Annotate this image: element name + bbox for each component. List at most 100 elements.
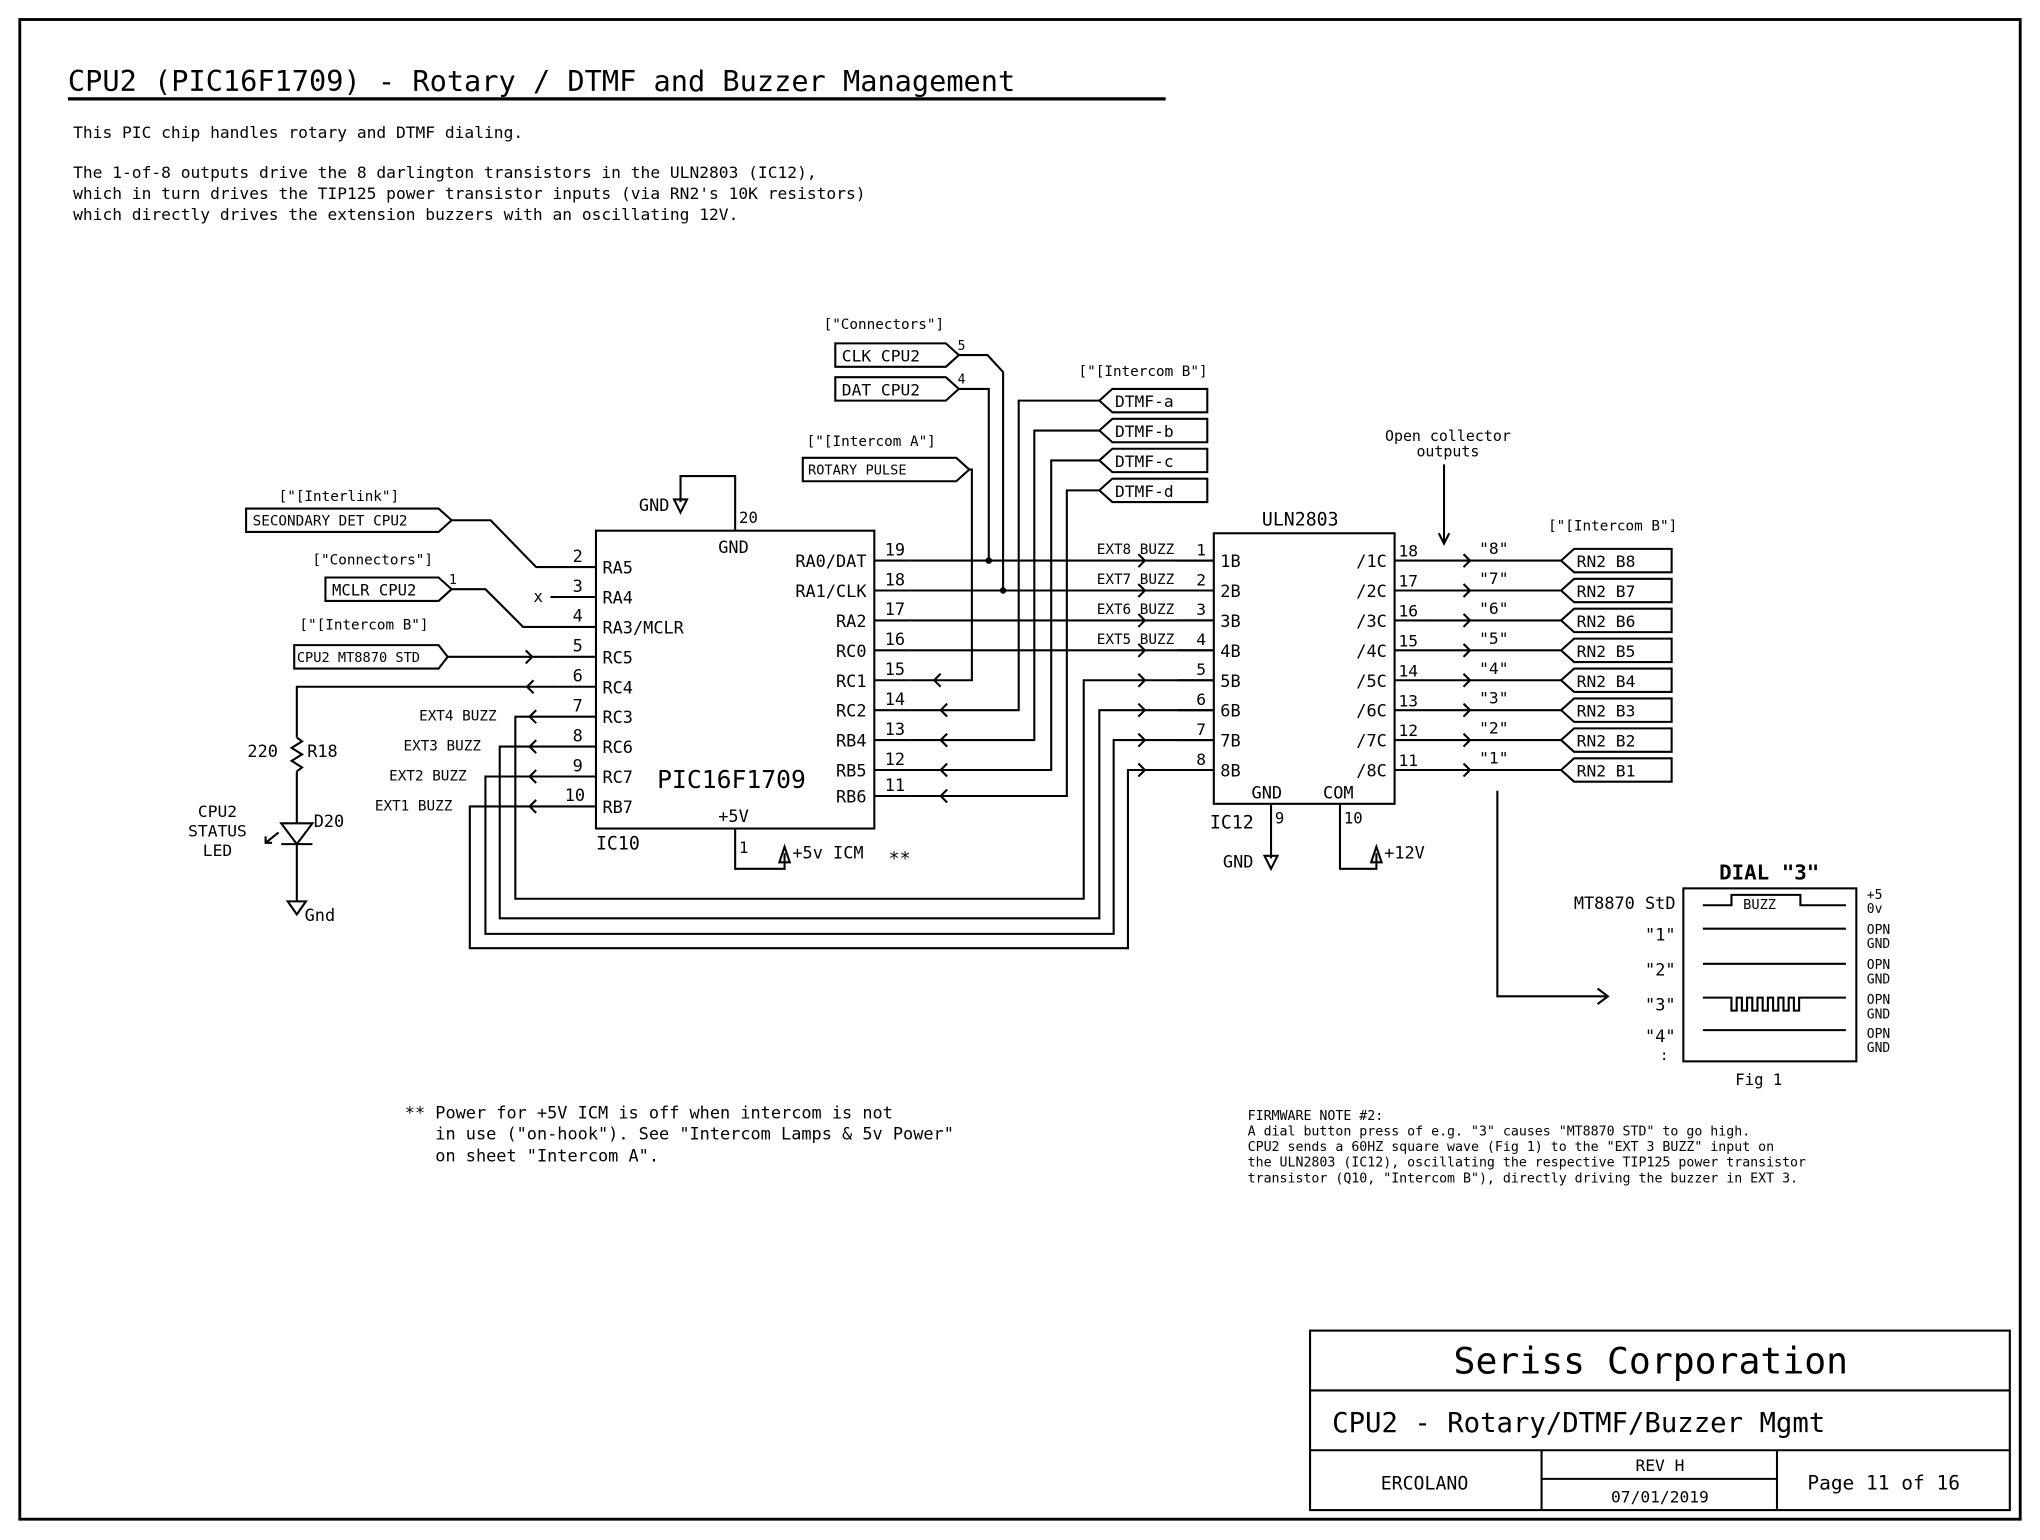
offsheet-flag-dtmf-c[interactable]: DTMF-c <box>1097 447 1209 474</box>
arrow-right-icon <box>1462 673 1472 688</box>
offsheet-flag-dtmf-a[interactable]: DTMF-a <box>1097 387 1209 414</box>
uln-input-pin-name: 4B <box>1220 641 1240 661</box>
wire-clk <box>958 354 1005 591</box>
flag-label: CLK CPU2 <box>842 347 920 366</box>
description-line: The 1-of-8 outputs drive the 8 darlingto… <box>73 163 817 182</box>
arrow-right-icon <box>1596 987 1610 1005</box>
net-label-digit: "5" <box>1479 629 1508 648</box>
level-label: 0v <box>1867 902 1883 917</box>
uln-input-pin-number: 1 <box>1196 540 1206 559</box>
net-label-ext-buzz: EXT8 BUZZ <box>1097 542 1175 558</box>
level-label: OPN <box>1867 1027 1890 1042</box>
offsheet-flag-rn2[interactable] <box>1559 697 1673 723</box>
sheet-ref-intercom-b[interactable]: ["[Intercom B"] <box>1079 364 1208 380</box>
description-line: which directly drives the extension buzz… <box>73 205 738 224</box>
pic-vcc-net: +5v ICM <box>792 842 863 862</box>
offsheet-flag-clk[interactable]: CLK CPU2 <box>834 342 961 368</box>
waveform-3 <box>1702 996 1846 1012</box>
offsheet-flag-mclr[interactable]: MCLR CPU2 <box>324 576 454 602</box>
waveform-buzz-label: BUZZ <box>1743 897 1776 913</box>
sheet-ref-connectors[interactable]: ["Connectors"] <box>312 552 433 568</box>
arrow-left-icon <box>932 673 942 688</box>
note-line: FIRMWARE NOTE #2: <box>1248 1109 1384 1124</box>
offsheet-flag-rn2[interactable] <box>1559 637 1673 664</box>
figure-row-label: "4" <box>1645 1026 1676 1046</box>
pin-name: RB4 <box>836 731 867 751</box>
offsheet-flag-secondary-det[interactable]: SECONDARY DET CPU2 <box>245 507 454 534</box>
net-label-digit: "2" <box>1479 719 1508 738</box>
offsheet-flag-rn2[interactable] <box>1559 667 1673 693</box>
top-flags: ["Connectors"] CLK CPU2 5 DAT CPU2 4 ["[… <box>801 317 1214 804</box>
resistor-value: 220 <box>247 741 278 761</box>
offsheet-flag-rn2[interactable] <box>1559 577 1673 604</box>
offsheet-flag-mt8870-std[interactable]: CPU2 MT8870 STD <box>293 644 450 670</box>
uln-output-pin-number: 12 <box>1398 721 1418 740</box>
uln-body[interactable] <box>1212 532 1396 805</box>
description-line: This PIC chip handles rotary and DTMF di… <box>73 123 523 142</box>
sheet-description: This PIC chip handles rotary and DTMF di… <box>73 123 865 224</box>
pin-number: 12 <box>885 749 905 769</box>
drawing-title: CPU2 - Rotary/DTMF/Buzzer Mgmt <box>1332 1408 1825 1439</box>
level-label: OPN <box>1867 958 1890 973</box>
offsheet-flag-dat[interactable]: DAT CPU2 <box>834 376 961 402</box>
figure-row-label: "3" <box>1645 995 1676 1015</box>
uln-output-pin-number: 11 <box>1398 751 1418 770</box>
offsheet-flag-dtmf-b[interactable]: DTMF-b <box>1097 417 1209 444</box>
sheet-ref-intercom-b[interactable]: ["[Intercom B"] <box>1548 519 1677 535</box>
flag-label: DTMF-b <box>1115 422 1174 441</box>
offsheet-flag-rn2[interactable] <box>1559 607 1673 634</box>
led-d20[interactable] <box>264 822 315 846</box>
resistor-r18[interactable] <box>289 736 304 773</box>
offsheet-flag-rn2[interactable] <box>1559 547 1673 574</box>
uln-ic12[interactable]: ULN2803 IC12 GND COM 9 GND 10 +12V Open … <box>1210 427 1677 872</box>
sheet-ref-intercom-b[interactable]: ["[Intercom B"] <box>299 618 428 634</box>
offsheet-flag-rn2[interactable] <box>1559 727 1673 753</box>
uln-input-pin-number: 5 <box>1196 660 1206 679</box>
uln-input-pin-number: 3 <box>1196 600 1206 619</box>
net-label-ext-buzz: EXT6 BUZZ <box>1097 602 1175 618</box>
uln-annotation: outputs <box>1416 443 1479 461</box>
power-symbol-icon <box>1369 843 1384 864</box>
offsheet-flag-rotary-pulse[interactable]: ROTARY PULSE <box>801 456 971 483</box>
uln-com-pin-number: 10 <box>1344 809 1363 827</box>
uln-com-net: +12V <box>1384 842 1425 862</box>
sheet-ref-connectors[interactable]: ["Connectors"] <box>824 317 945 333</box>
arrow-right-icon <box>1462 702 1472 718</box>
offsheet-flag-rn2[interactable] <box>1559 757 1673 783</box>
sheet-ref-intercom-a[interactable]: ["[Intercom A"] <box>807 434 936 450</box>
flag-pin-number: 4 <box>958 373 966 388</box>
left-flags: ["[Interlink"] SECONDARY DET CPU2 ["Conn… <box>188 489 1214 950</box>
arrow-left-icon <box>528 739 537 754</box>
uln-output-pin-name: /8C <box>1356 761 1387 781</box>
figure-row-label: : <box>1660 1048 1669 1064</box>
pic-gnd-pin-number: 20 <box>739 509 758 527</box>
uln-output-pin-number: 15 <box>1398 631 1418 650</box>
wire-dtmf-d <box>910 489 1100 798</box>
offsheet-flag-dtmf-d[interactable]: DTMF-d <box>1097 477 1209 504</box>
wire-ext4 <box>514 679 1214 900</box>
pic-refdes: IC10 <box>596 833 640 854</box>
pin-name: RA3/MCLR <box>602 617 684 637</box>
sheet-ref-interlink[interactable]: ["[Interlink"] <box>279 489 400 505</box>
pic-ic10[interactable]: PIC16F1709 IC10 GND +5V GND 20 1 +5v ICM… <box>559 475 911 870</box>
uln-input-pin-number: 7 <box>1196 720 1206 739</box>
